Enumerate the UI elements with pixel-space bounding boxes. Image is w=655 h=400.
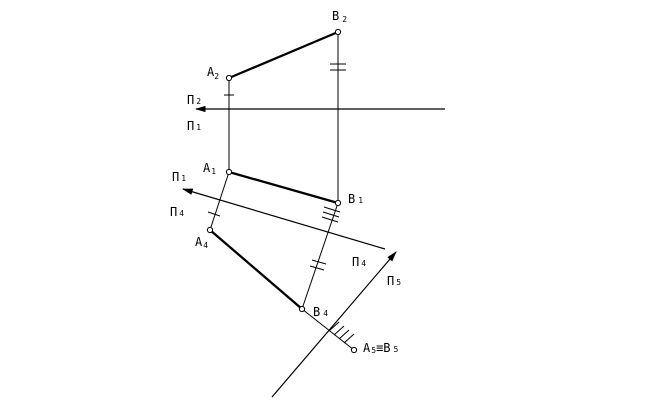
link-b1-b4 xyxy=(301,202,339,310)
segment-a2-b2 xyxy=(228,30,339,80)
point-a4 xyxy=(206,226,214,234)
tick-marks xyxy=(207,63,355,344)
point-a5-b5 xyxy=(350,346,358,354)
label-a2: A2 xyxy=(207,65,219,81)
label-a4: A4 xyxy=(195,235,208,250)
label-a1: A1 xyxy=(203,161,216,176)
point-a2 xyxy=(225,74,233,82)
point-b1 xyxy=(334,199,342,207)
axis-p1-p4 xyxy=(181,188,386,250)
point-b4 xyxy=(298,305,306,313)
point-b2 xyxy=(334,28,342,36)
segment-a1-b1 xyxy=(228,170,339,205)
link-a1-a4 xyxy=(209,171,230,231)
link-b4-a5 xyxy=(301,308,355,351)
point-markers xyxy=(206,28,358,354)
point-a1 xyxy=(225,168,233,176)
axis-p4-p5 xyxy=(271,251,397,398)
segment-a4-b4 xyxy=(209,229,303,310)
